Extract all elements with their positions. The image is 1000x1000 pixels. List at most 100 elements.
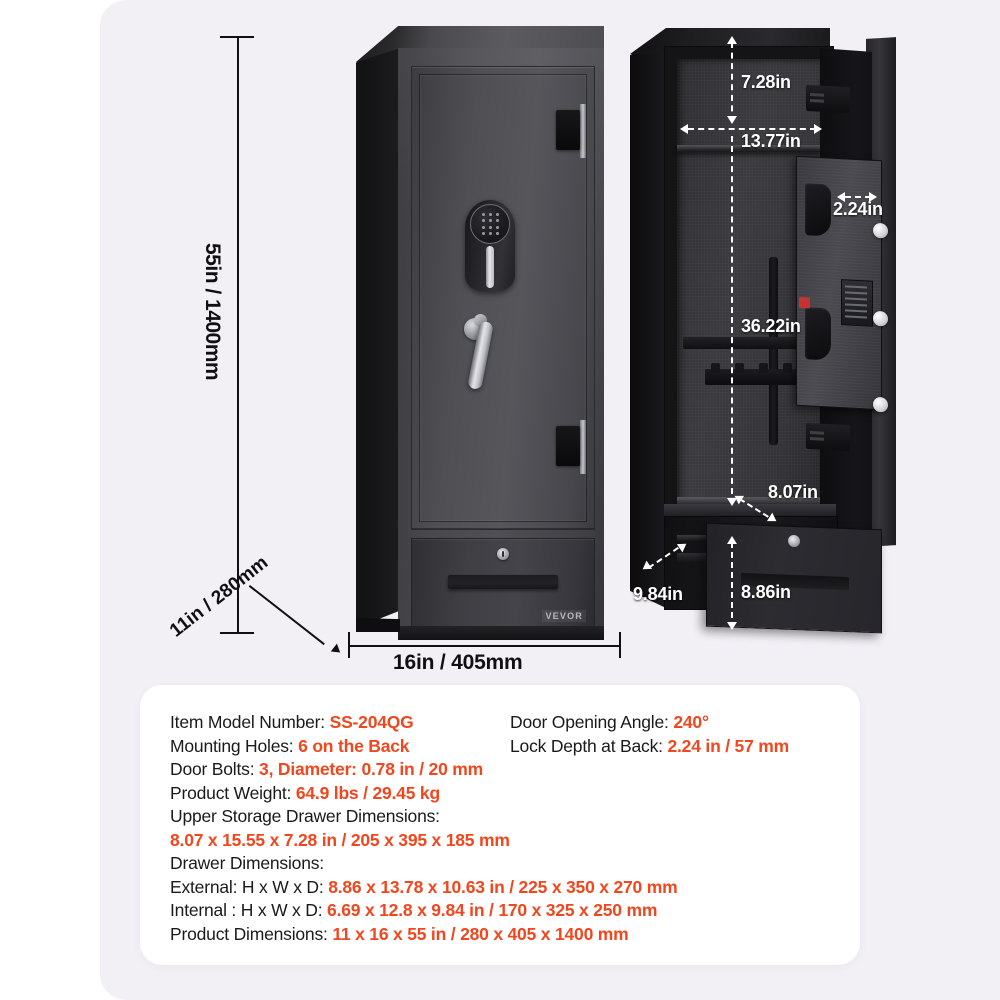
pistol-holster-bottom xyxy=(805,307,831,361)
callout-7-28in: 7.28in xyxy=(741,72,791,92)
interior-width-arrow-right xyxy=(814,124,822,134)
width-tick-left xyxy=(348,632,350,658)
height-tick-bottom xyxy=(220,632,254,634)
spec-row-lock-depth: Lock Depth at Back: 2.24 in / 57 mm xyxy=(510,735,840,759)
lock-bolt-1 xyxy=(873,222,888,239)
spec-label-drawer-dimensions: Drawer Dimensions: xyxy=(170,853,324,873)
spec-row-opening-angle: Door Opening Angle: 240° xyxy=(510,711,840,735)
keypad-lock xyxy=(465,200,515,292)
hinge-pin-bottom xyxy=(580,420,586,474)
spec-row-mounting-holes: Mounting Holes: 6 on the Back xyxy=(170,735,510,759)
spec-value-mounting-holes: 6 on the Back xyxy=(298,735,410,756)
interior-shelf xyxy=(677,145,821,152)
spec-value-product-dimensions: 11 x 16 x 55 in / 280 x 405 x 1400 mm xyxy=(332,923,629,944)
spec-row-external: External: H x W x D: 8.86 x 13.78 x 10.6… xyxy=(170,876,840,900)
door-clip-bottom xyxy=(806,422,850,452)
hinge-bottom xyxy=(556,426,580,466)
callout-9-84in: 9.84in xyxy=(633,584,683,604)
spec-label-upper-drawer: Upper Storage Drawer Dimensions: xyxy=(170,806,440,826)
lock-depth-arrow-right xyxy=(869,192,877,202)
spec-label-model: Item Model Number: xyxy=(170,712,330,732)
brand-badge: VEVOR xyxy=(542,610,586,622)
spec-label-opening-angle: Door Opening Angle: xyxy=(510,712,674,732)
specification-card: Item Model Number: SS-204QG Mounting Hol… xyxy=(140,685,860,965)
open-safe-sidewall xyxy=(630,38,666,608)
lock-bolt-2 xyxy=(873,310,888,327)
height-tick-top xyxy=(220,36,254,38)
safe-closed-view: VEVOR xyxy=(356,26,604,640)
spec-value-external: 8.86 x 13.78 x 10.63 in / 225 x 350 x 27… xyxy=(328,876,678,897)
width-dimension-line xyxy=(348,645,621,647)
spec-value-internal: 6.69 x 12.8 x 9.84 in / 170 x 325 x 250 … xyxy=(327,900,658,920)
depth-arrow xyxy=(330,643,344,657)
spec-row-product-weight: Product Weight: 64.9 lbs / 29.45 kg xyxy=(170,782,510,806)
spec-value-opening-angle: 240° xyxy=(673,712,709,732)
safe-base-side xyxy=(356,618,400,632)
spec-value-lock-depth: 2.24 in / 57 mm xyxy=(667,735,789,756)
open-drawer-keyhole-icon xyxy=(788,534,800,548)
spec-label-external: External: H x W x D: xyxy=(170,876,329,897)
interior-width-line xyxy=(688,128,816,130)
hinge-pin-top xyxy=(580,104,586,158)
door-bevel xyxy=(419,74,587,522)
callout-2-24in: 2.24in xyxy=(833,199,883,219)
shelf-height-line xyxy=(731,42,733,122)
height-dimension-line xyxy=(237,36,239,632)
keypad-icon xyxy=(470,204,510,244)
interior-height-arrow-bottom xyxy=(727,498,737,506)
drawer-height-arrow-top xyxy=(727,536,737,544)
spec-content: Item Model Number: SS-204QG Mounting Hol… xyxy=(170,711,840,946)
drawer-pull-handle xyxy=(448,575,558,589)
spec-row-internal: Internal : H x W x D: 6.69 x 12.8 x 9.84… xyxy=(170,899,840,923)
spec-column-right: Door Opening Angle: 240° Lock Depth at B… xyxy=(510,711,840,805)
spec-row-door-bolts: Door Bolts: 3, Diameter: 0.78 in / 20 mm xyxy=(170,758,510,782)
callout-8-07in: 8.07in xyxy=(768,482,818,502)
shelf-height-arrow-top xyxy=(727,36,737,44)
callout-8-86in: 8.86in xyxy=(741,582,791,602)
spec-value-model: SS-204QG xyxy=(329,712,414,732)
depth-dimension-label: 11in / 280mm xyxy=(166,552,273,642)
drawer-height-line xyxy=(731,542,733,628)
callout-13-77in: 13.77in xyxy=(741,131,801,151)
spec-value-product-weight: 64.9 lbs / 29.45 kg xyxy=(295,782,440,803)
spec-label-lock-depth: Lock Depth at Back: xyxy=(510,735,668,756)
spec-value-door-bolts: 3, Diameter: 0.78 in / 20 mm xyxy=(259,759,483,779)
warning-label-icon xyxy=(799,296,810,309)
spec-row-model: Item Model Number: SS-204QG xyxy=(170,711,510,735)
spec-value-upper-drawer: 8.07 x 15.55 x 7.28 in / 205 x 395 x 185… xyxy=(170,829,510,850)
spec-label-product-dimensions: Product Dimensions: xyxy=(170,923,333,944)
spec-label-door-bolts: Door Bolts: xyxy=(170,759,260,779)
width-tick-right xyxy=(619,632,621,658)
spec-label-product-weight: Product Weight: xyxy=(170,782,296,803)
spec-label-internal: Internal : H x W x D: xyxy=(170,900,328,920)
spec-label-mounting-holes: Mounting Holes: xyxy=(170,735,299,756)
image-canvas: VEVOR xyxy=(100,0,1000,1000)
spec-row-upper-drawer-value: 8.07 x 15.55 x 7.28 in / 205 x 395 x 185… xyxy=(170,829,840,853)
hinge-top xyxy=(556,110,580,150)
safe-side-panel xyxy=(356,48,400,628)
callout-36-22in: 36.22in xyxy=(741,316,801,336)
drawer-keyhole-icon xyxy=(497,548,509,560)
width-dimension-label: 16in / 405mm xyxy=(393,651,523,674)
shelf-height-arrow-bottom xyxy=(727,116,737,124)
interior-floor xyxy=(677,497,823,505)
spec-row-drawer-title: Drawer Dimensions: xyxy=(170,852,840,876)
spec-sticker xyxy=(841,279,873,327)
spec-column-left: Item Model Number: SS-204QG Mounting Hol… xyxy=(170,711,510,805)
height-dimension-label: 55in / 1400mm xyxy=(201,243,224,381)
interior-width-arrow-left xyxy=(680,124,688,134)
door-clip-top xyxy=(806,84,850,114)
interior-height-line xyxy=(731,136,733,504)
gun-rack-bar xyxy=(683,337,813,349)
spec-row-product-dimensions: Product Dimensions: 11 x 16 x 55 in / 28… xyxy=(170,923,840,947)
spec-two-column-block: Item Model Number: SS-204QG Mounting Hol… xyxy=(170,711,840,805)
safe-base xyxy=(398,626,604,640)
safe-drawer-front: VEVOR xyxy=(411,538,595,628)
drawer-height-arrow-bottom xyxy=(727,622,737,630)
barrel-rest xyxy=(769,257,778,445)
lock-bolt-3 xyxy=(873,396,888,413)
spec-row-upper-drawer-title: Upper Storage Drawer Dimensions: xyxy=(170,805,840,829)
pistol-holster-top xyxy=(805,183,831,237)
keypad-strip xyxy=(486,246,494,288)
